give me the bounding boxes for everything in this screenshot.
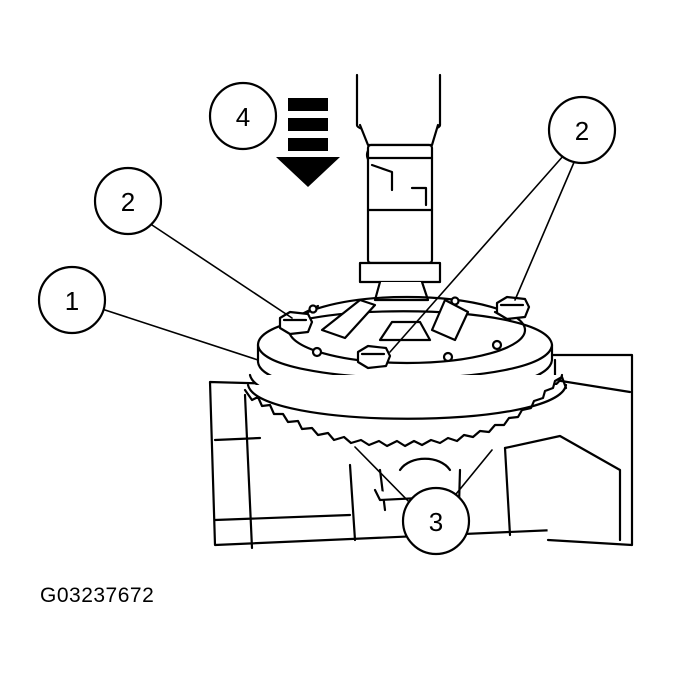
down-arrow-icon xyxy=(276,98,340,187)
differential-case-flange xyxy=(256,295,554,396)
callout-2-label: 2 xyxy=(121,187,135,217)
callout-2-label: 2 xyxy=(575,116,589,146)
callout-1-label: 1 xyxy=(65,286,79,316)
callout-circle xyxy=(93,166,163,236)
bolt-icon xyxy=(356,344,392,370)
callout-circle xyxy=(547,95,617,165)
callout-3-label: 3 xyxy=(429,507,443,537)
bolt-icon xyxy=(495,295,531,321)
callout-circle xyxy=(208,81,278,151)
bolt-icon xyxy=(278,310,314,336)
support-fixture xyxy=(208,353,634,550)
press-shaft xyxy=(355,73,442,302)
callout-circle xyxy=(401,486,471,556)
ring-gear xyxy=(243,373,568,448)
callout-4-label: 4 xyxy=(236,102,250,132)
figure-code: G03237672 xyxy=(40,584,155,607)
callout-circle xyxy=(37,265,107,335)
